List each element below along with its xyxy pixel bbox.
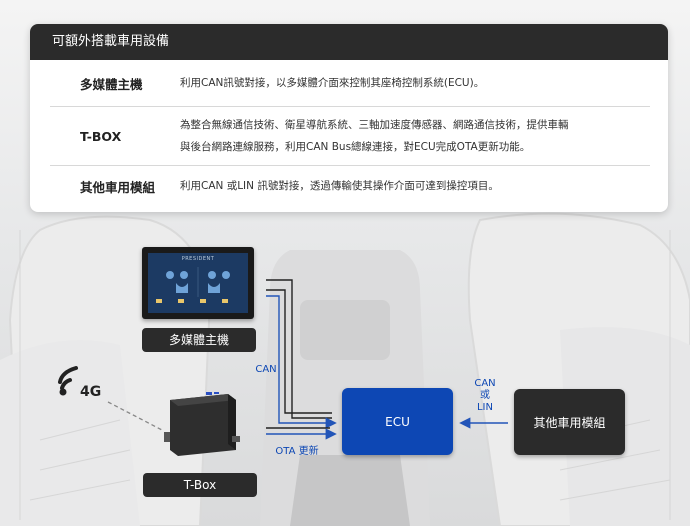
- row-name: T-BOX: [80, 128, 122, 144]
- row-multimedia: 多媒體主機 利用CAN訊號對接，以多媒體介面來控制其座椅控制系統(ECU)。: [50, 60, 650, 107]
- row-tbox: T-BOX 為整合無線通信技術、衛星導航系統、三軸加速度傳感器、網路通信技術，提…: [50, 107, 650, 166]
- tbox-device: [162, 390, 242, 460]
- card-title: 可額外搭載車用設備: [30, 24, 668, 60]
- can-or-lin-line: CAN: [474, 378, 496, 389]
- can-or-lin-line: LIN: [476, 402, 493, 413]
- row-other-modules: 其他車用模組 利用CAN 或LIN 訊號對接，透過傳輸使其操作介面可達到操控項目…: [50, 166, 650, 206]
- ecu-block: ECU: [342, 388, 453, 455]
- 4g-dashed-line: [107, 401, 163, 431]
- screen-brand: PRESIDENT: [181, 256, 215, 262]
- can-or-lin-line: 或: [480, 390, 490, 401]
- info-card: 可額外搭載車用設備 多媒體主機 利用CAN訊號對接，以多媒體介面來控制其座椅控制…: [30, 24, 668, 212]
- multimedia-label: 多媒體主機: [142, 328, 256, 352]
- can-line-blue: [266, 295, 337, 429]
- row-desc-line: 與後台網路連線服務，利用CAN Bus總線連接，對ECU完成OTA更新功能。: [180, 141, 531, 153]
- row-desc: 為整合無線通信技術、衛星導航系統、三軸加速度傳感器、網路通信技術，提供車輛 與後…: [180, 114, 650, 158]
- can-line-inner: [266, 289, 332, 414]
- can-label: CAN: [255, 364, 277, 375]
- 4g-signal-icon: 4G: [56, 362, 108, 402]
- row-name: 其他車用模組: [80, 179, 156, 195]
- row-desc: 利用CAN 或LIN 訊號對接，透過傳輸使其操作介面可達到操控項目。: [180, 180, 499, 192]
- multimedia-screen: PRESIDENT: [142, 247, 254, 319]
- row-name: 多媒體主機: [80, 76, 143, 92]
- can-line-outer: [266, 279, 332, 419]
- ota-update-label: OTA 更新: [275, 446, 319, 457]
- row-desc: 利用CAN訊號對接，以多媒體介面來控制其座椅控制系統(ECU)。: [180, 77, 485, 89]
- 4g-label: 4G: [80, 384, 102, 400]
- row-desc-line: 為整合無線通信技術、衛星導航系統、三軸加速度傳感器、網路通信技術，提供車輛: [180, 119, 569, 131]
- can-or-lin-label: CAN 或 LIN: [470, 378, 500, 414]
- tbox-label: T-Box: [143, 473, 257, 497]
- other-modules-block: 其他車用模組: [514, 389, 625, 455]
